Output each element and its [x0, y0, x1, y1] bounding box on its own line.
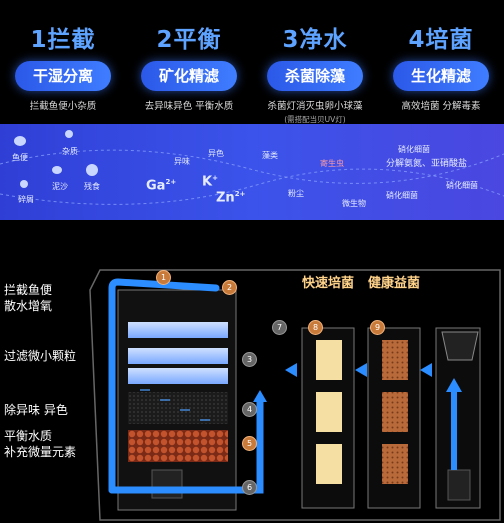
- stage-pill: 矿化精滤: [141, 61, 237, 91]
- badge-9: 9: [370, 320, 385, 335]
- bacteria-label: 硝化细菌: [398, 145, 430, 154]
- band-item: 碎屑: [18, 195, 34, 204]
- band-item: 微生物: [342, 199, 366, 208]
- band-item: 残食: [84, 182, 100, 191]
- header-fast-culture: 快速培菌: [302, 276, 355, 291]
- stage-title: 4培菌: [408, 27, 474, 53]
- band-item: 鱼便: [12, 153, 28, 162]
- ion-k: K+: [202, 174, 218, 190]
- debris-icon: [20, 180, 28, 188]
- illustration-band: 鱼便 杂质 泥沙 残食 碎屑 异味 异色 藻类 粉尘 微生物 寄生虫 Ga2+ …: [0, 124, 504, 220]
- bacteria-label: 硝化细菌: [386, 191, 418, 200]
- stage-pill: 生化精滤: [393, 61, 489, 91]
- label-odor: 除异味 异色: [4, 403, 68, 417]
- badge-4: 4: [242, 402, 257, 417]
- badge-1: 1: [156, 270, 171, 285]
- label-micro: 过滤微小颗粒: [4, 349, 77, 363]
- badge-5: 5: [242, 436, 257, 451]
- badge-7: 7: [272, 320, 287, 335]
- impurity-icon: [65, 130, 73, 138]
- band-item: 藻类: [262, 151, 278, 160]
- badge-3: 3: [242, 352, 257, 367]
- stage-title: 1拦截: [30, 27, 96, 53]
- stage-1: 1拦截 干湿分离 拦截鱼便小杂质: [0, 20, 126, 112]
- bacteria-label: 硝化细菌: [446, 181, 478, 190]
- bacteria-desc: 分解氨氮、亚硝酸盐: [386, 159, 468, 169]
- sand-icon: [52, 166, 62, 174]
- band-item: 泥沙: [52, 182, 68, 191]
- header-healthy-bacteria: 健康益菌: [368, 276, 421, 291]
- stage-4: 4培菌 生化精滤 高效培菌 分解毒素: [378, 20, 504, 112]
- stage-desc: 去异味异色 平衡水质: [144, 101, 234, 112]
- band-item: 异色: [208, 149, 224, 158]
- filter-diagram: [89, 269, 501, 521]
- stage-pill: 干湿分离: [15, 61, 111, 91]
- band-item: 杂质: [62, 147, 78, 156]
- fish-waste-icon: [14, 136, 26, 146]
- badge-6: 6: [242, 480, 257, 495]
- stage-desc: 拦截鱼便小杂质: [29, 101, 97, 112]
- stage-desc: 杀菌灯消灭虫卵小球藻: [267, 101, 363, 112]
- leftover-food-icon: [86, 164, 98, 176]
- band-item: 寄生虫: [320, 159, 344, 168]
- stage-2: 2平衡 矿化精滤 去异味异色 平衡水质: [126, 20, 252, 112]
- badge-2: 2: [222, 280, 237, 295]
- stage-pill: 杀菌除藻: [267, 61, 363, 91]
- band-item: 粉尘: [288, 189, 304, 198]
- badge-8: 8: [308, 320, 323, 335]
- ion-ga: Ga2+: [146, 178, 177, 194]
- stage-title: 2平衡: [156, 27, 222, 53]
- stage-3: 3净水 杀菌除藻 杀菌灯消灭虫卵小球藻 (需搭配当贝UV灯): [252, 20, 378, 125]
- band-item: 异味: [174, 157, 190, 166]
- label-intercept: 拦截鱼便散水增氧: [4, 283, 53, 313]
- stage-title: 3净水: [282, 27, 348, 53]
- label-balance: 平衡水质补充微量元素: [4, 429, 77, 459]
- stage-desc: 高效培菌 分解毒素: [401, 101, 481, 112]
- flow-curves: [0, 149, 504, 205]
- stage-note: (需搭配当贝UV灯): [284, 115, 346, 124]
- ion-zn: Zn2+: [216, 190, 246, 206]
